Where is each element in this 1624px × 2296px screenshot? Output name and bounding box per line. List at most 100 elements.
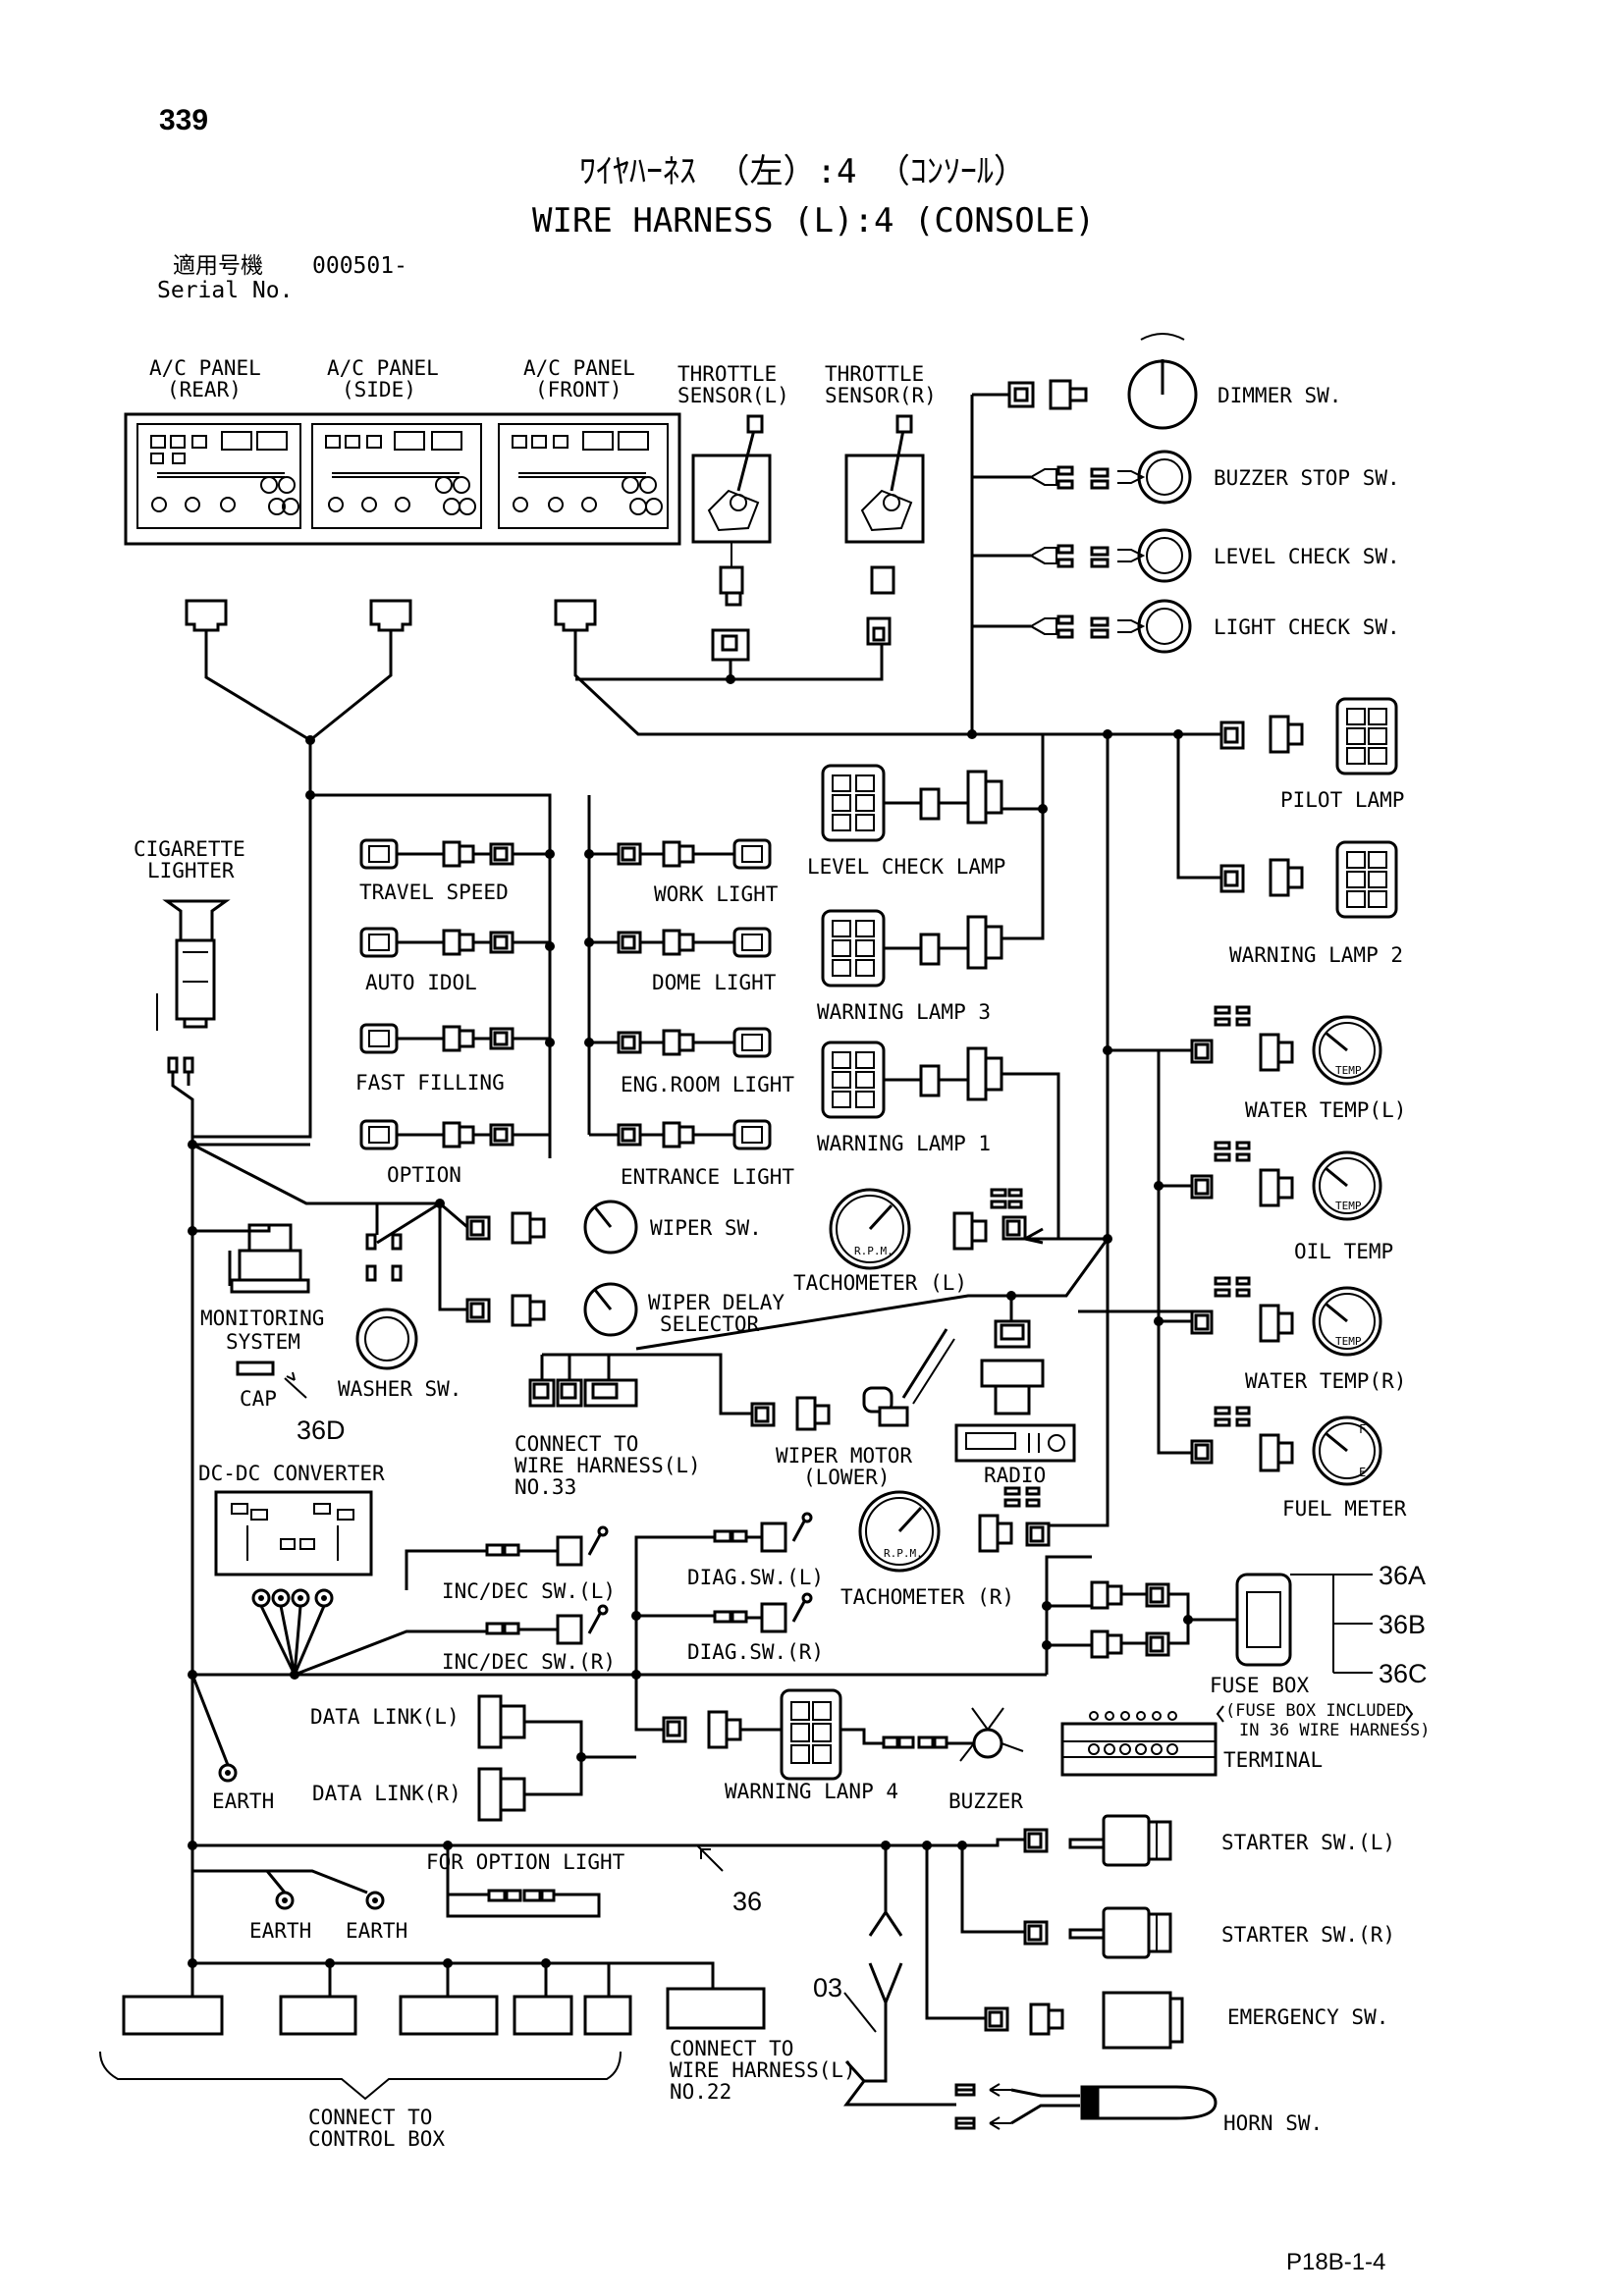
option-switch: OPTION [359, 1119, 514, 1187]
control-box-label: CONNECT TO [308, 2106, 432, 2129]
work-light-label: WORK LIGHT [654, 882, 779, 906]
entrance-light-switch: ENTRANCE LIGHT [617, 1119, 794, 1189]
horn-switch: HORN SW. [954, 2083, 1323, 2135]
option-label: OPTION [387, 1163, 461, 1187]
ref-36d: 36D [297, 1415, 346, 1445]
ref-36: 36 [732, 1887, 762, 1916]
level-check-switch: LEVEL CHECK SW. [1090, 528, 1400, 583]
inc-dec-switches: INC/DEC SW.(L) INC/DEC SW.(R) DIAG.SW.(L… [442, 1512, 824, 1674]
ac-panel-front-label: A/C PANEL [523, 356, 635, 380]
warning-lamp-2: WARNING LAMP 2 [1219, 840, 1403, 967]
data-link-l-label: DATA LINK(L) [310, 1705, 460, 1729]
fuel-meter-label: FUEL METER [1282, 1497, 1407, 1521]
ref-36b: 36B [1379, 1610, 1426, 1639]
pilot-lamp-label: PILOT LAMP [1280, 788, 1404, 812]
work-light-switch: WORK LIGHT [617, 838, 779, 906]
wiring [171, 393, 1237, 2125]
inc-dec-sw-r-label: INC/DEC SW.(R) [442, 1650, 616, 1674]
light-check-switch: LIGHT CHECK SW. [1090, 599, 1400, 654]
ref-36a: 36A [1379, 1561, 1426, 1590]
ac-panel-side-face [311, 423, 482, 529]
eng-room-light-switch: ENG.ROOM LIGHT [617, 1027, 794, 1096]
water-temp-l-label: WATER TEMP(L) [1245, 1098, 1406, 1122]
connect-33-number: NO.33 [514, 1475, 576, 1499]
ac-panel-front-face [498, 423, 669, 529]
fuse-box-note: (FUSE BOX INCLUDED [1225, 1701, 1406, 1721]
pilot-lamp: PILOT LAMP [1219, 697, 1404, 812]
serial-value: 000501- [312, 253, 407, 279]
warning-lamp-3-label: WARNING LAMP 3 [817, 1000, 991, 1024]
wiper-sw-label: WIPER SW. [650, 1216, 762, 1240]
dc-dc-converter-label: DC-DC CONVERTER [198, 1462, 385, 1485]
earth-1-label: EARTH [212, 1789, 274, 1813]
auto-idol-switch: AUTO IDOL [359, 927, 514, 994]
fast-filling-label: FAST FILLING [355, 1071, 505, 1095]
ac-panel-unit [124, 412, 681, 546]
wiper-switch: WIPER SW. [465, 1200, 762, 1255]
warning-lamp-2-label: WARNING LAMP 2 [1229, 943, 1403, 967]
fast-filling-switch: FAST FILLING [355, 1023, 514, 1095]
light-switches: WORK LIGHT DOME LIGHT ENG.ROOM LIGHT ENT… [617, 838, 794, 1189]
monitoring-system: MONITORING SYSTEM CAP 36D [200, 1223, 346, 1445]
footer-code: P18B-1-4 [1286, 2249, 1385, 2275]
page-number: 339 [159, 104, 208, 136]
fuel-meter-full-mark: F [1359, 1422, 1366, 1436]
inc-dec-switch-r: INC/DEC SW.(R) [442, 1604, 616, 1674]
title-english: WIRE HARNESS (L):4 (CONSOLE) [532, 201, 1095, 240]
wiper-motor-lower: WIPER MOTOR (LOWER) [750, 1328, 955, 1489]
eng-room-light-label: ENG.ROOM LIGHT [621, 1073, 794, 1096]
junction-dots [188, 674, 1193, 1968]
connect-33-sublabel: WIRE HARNESS(L) [514, 1454, 701, 1477]
level-check-sw-label: LEVEL CHECK SW. [1214, 545, 1400, 568]
pushbutton-switches: BUZZER STOP SW. LEVEL CHECK SW. LIGHT CH… [1028, 450, 1400, 654]
washer-switch: WASHER SW. [338, 1233, 461, 1401]
warning-lanp-4-label: WARNING LANP 4 [725, 1780, 898, 1803]
level-check-lamp: LEVEL CHECK LAMP [807, 764, 1005, 879]
wiper-motor-label: WIPER MOTOR [776, 1444, 912, 1468]
throttle-sensor-labels: THROTTLE SENSOR(L) THROTTLE SENSOR(R) [677, 362, 937, 407]
warning-lamp-1: WARNING LAMP 1 [817, 1041, 1003, 1155]
ref-36c: 36C [1379, 1659, 1428, 1688]
control-box-connectors: CONNECT TO CONTROL BOX CONNECT TO WIRE H… [99, 1987, 856, 2151]
oil-temp-gauge: TEMP OIL TEMP [1190, 1141, 1393, 1263]
dimmer-sw-label: DIMMER SW. [1218, 384, 1341, 407]
option-light-connector: FOR OPTION LIGHT [426, 1850, 625, 1902]
tachometer-l-label: TACHOMETER (L) [793, 1271, 967, 1295]
tachometer-l: R.P.M. TACHOMETER (L) [793, 1188, 1027, 1295]
ac-panel-rear-sublabel: (REAR) [167, 378, 242, 401]
ac-panel-connectors [185, 599, 597, 632]
fuse-box-label: FUSE BOX [1210, 1674, 1310, 1697]
rocker-switches-left: TRAVEL SPEED AUTO IDOL FAST FILLING OPTI… [355, 838, 794, 1189]
emergency-switch: EMERGENCY SW. [984, 1991, 1388, 2050]
buzzer-label: BUZZER [948, 1789, 1023, 1813]
light-check-sw-label: LIGHT CHECK SW. [1214, 615, 1400, 639]
diag-sw-l-label: DIAG.SW.(L) [687, 1566, 824, 1589]
water-temp-r-gauge: TEMP WATER TEMP(R) [1190, 1276, 1406, 1393]
dome-light-switch: DOME LIGHT [617, 927, 777, 994]
oil-temp-scale: TEMP [1335, 1200, 1362, 1212]
entrance-light-label: ENTRANCE LIGHT [621, 1165, 794, 1189]
fuel-meter-gauge: F E FUEL METER [1190, 1406, 1407, 1521]
for-option-light-label: FOR OPTION LIGHT [426, 1850, 625, 1874]
earth-3-label: EARTH [346, 1919, 407, 1943]
inc-dec-switch-l: INC/DEC SW.(L) [442, 1525, 616, 1603]
data-link-r-label: DATA LINK(R) [312, 1782, 461, 1805]
washer-sw-label: WASHER SW. [338, 1377, 461, 1401]
ref-36-marker: 36 03 [696, 1844, 877, 2033]
tachometer-r-label: TACHOMETER (R) [840, 1585, 1014, 1609]
throttle-sensor-l-sublabel: SENSOR(L) [677, 384, 789, 407]
water-temp-r-label: WATER TEMP(R) [1245, 1369, 1406, 1393]
ac-panel-side-sublabel: (SIDE) [342, 378, 416, 401]
wiper-motor-sublabel: (LOWER) [803, 1466, 891, 1489]
warning-lamp-1-label: WARNING LAMP 1 [817, 1132, 991, 1155]
throttle-sensor-r-label: THROTTLE [825, 362, 924, 386]
radio-label: RADIO [984, 1464, 1046, 1487]
cigarette-lighter-sublabel: LIGHTER [147, 859, 235, 882]
dc-dc-converter: DC-DC CONVERTER [198, 1462, 385, 1608]
switch-plugs [1028, 465, 1074, 639]
level-check-lamp-label: LEVEL CHECK LAMP [807, 855, 1005, 879]
emergency-sw-label: EMERGENCY SW. [1227, 2005, 1388, 2029]
throttle-sensor-r-sublabel: SENSOR(R) [825, 384, 937, 407]
travel-speed-switch: TRAVEL SPEED [359, 838, 514, 904]
